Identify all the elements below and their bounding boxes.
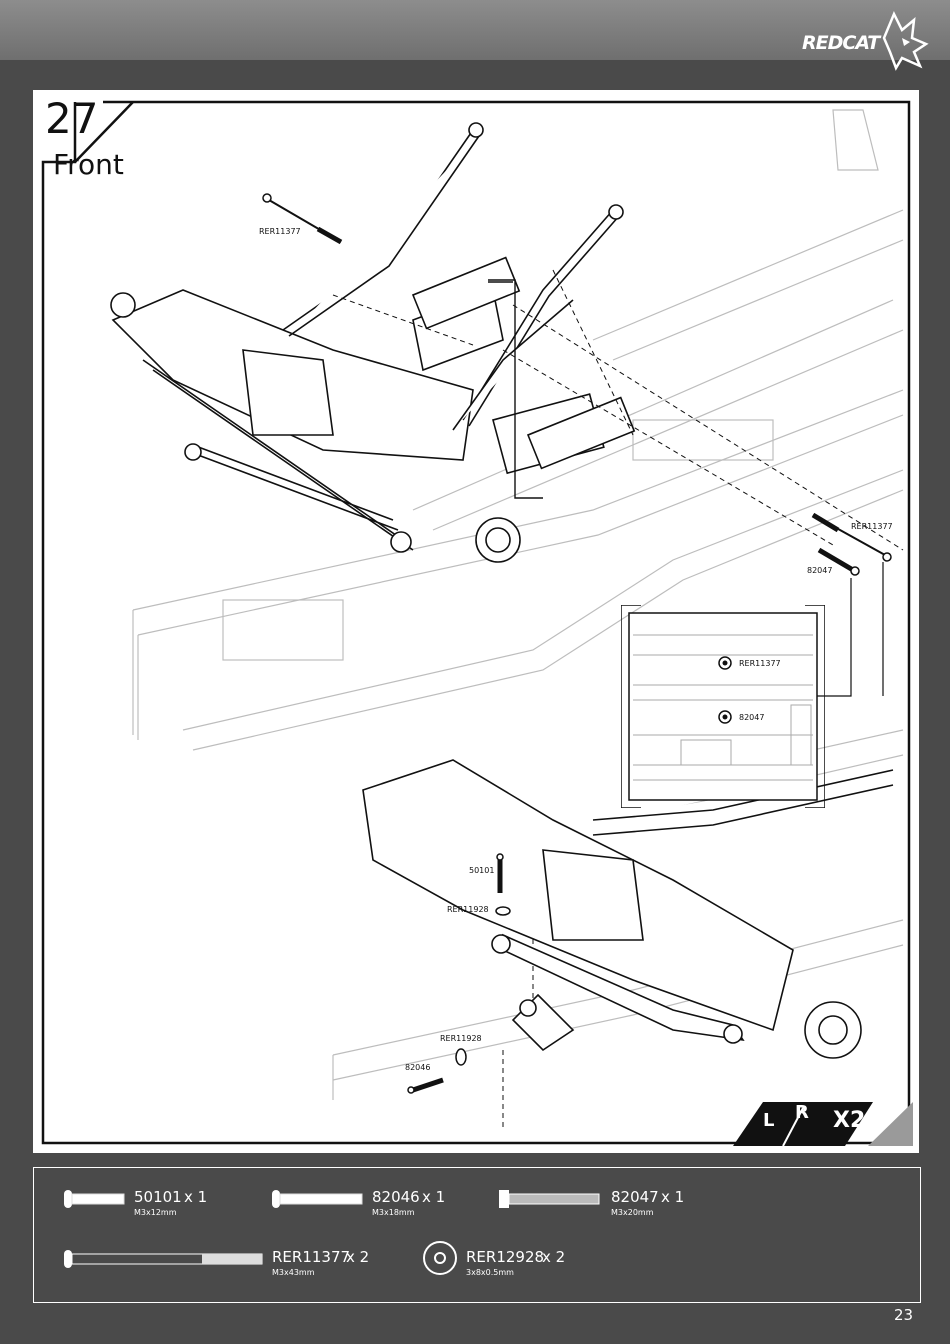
part-item: 50101 x 1 M3x12mm (64, 1188, 126, 1214)
part-size: M3x43mm (272, 1268, 315, 1277)
badge-shape (733, 1098, 913, 1146)
part-code: 82047 (611, 1188, 659, 1206)
parts-list: 50101 x 1 M3x12mm 82046 x 1 M3x18mm 8204… (33, 1167, 921, 1303)
part-size: M3x20mm (611, 1208, 654, 1217)
callout-82047: 82047 (807, 566, 832, 575)
part-qty: x 1 (422, 1188, 445, 1206)
badge-multiplier: X2 (833, 1108, 865, 1133)
inset-callout-rer11377: RER11377 (739, 659, 781, 668)
part-qty: x 1 (184, 1188, 207, 1206)
screw-extra-long-icon (64, 1248, 264, 1270)
callout-rer11377: RER11377 (259, 227, 301, 236)
callout-rer11928: RER11928 (440, 1034, 482, 1043)
part-item: 82046 x 1 M3x18mm (272, 1188, 366, 1214)
lr-x2-badge: L R X2 (733, 1098, 913, 1146)
part-size: M3x18mm (372, 1208, 415, 1217)
part-qty: x 2 (542, 1248, 565, 1266)
part-code: 82046 (372, 1188, 420, 1206)
page-number: 23 (894, 1306, 913, 1324)
part-item: RER11377 x 2 M3x43mm (64, 1248, 264, 1274)
screw-short-icon (64, 1188, 126, 1210)
brand-wordmark: REDCAT (802, 32, 879, 54)
badge-right: R (795, 1102, 809, 1123)
washer-icon (422, 1240, 458, 1276)
badge-left: L (763, 1110, 774, 1131)
part-size: 3x8x0.5mm (466, 1268, 514, 1277)
part-size: M3x12mm (134, 1208, 177, 1217)
part-item: RER12928 x 2 3x8x0.5mm (422, 1240, 458, 1280)
redcat-logo: REDCAT (802, 8, 932, 74)
callout-50101: 50101 (469, 866, 494, 875)
detail-inset: RER11377 82047 (621, 605, 825, 808)
part-code: RER11377 (272, 1248, 350, 1266)
part-item: 82047 x 1 M3x20mm (499, 1188, 603, 1214)
screw-medium-icon (272, 1188, 366, 1210)
inset-callout-82047: 82047 (739, 713, 764, 722)
callout-rer11377: RER11377 (851, 522, 893, 531)
part-code: 50101 (134, 1188, 182, 1206)
part-qty: x 1 (661, 1188, 684, 1206)
screw-long-icon (499, 1188, 603, 1210)
part-code: RER12928 (466, 1248, 544, 1266)
part-qty: x 2 (346, 1248, 369, 1266)
callout-82046: 82046 (405, 1063, 430, 1072)
inset-frame (621, 605, 825, 808)
instruction-panel: 27 Front (33, 90, 919, 1153)
callout-rer11928: RER11928 (447, 905, 489, 914)
